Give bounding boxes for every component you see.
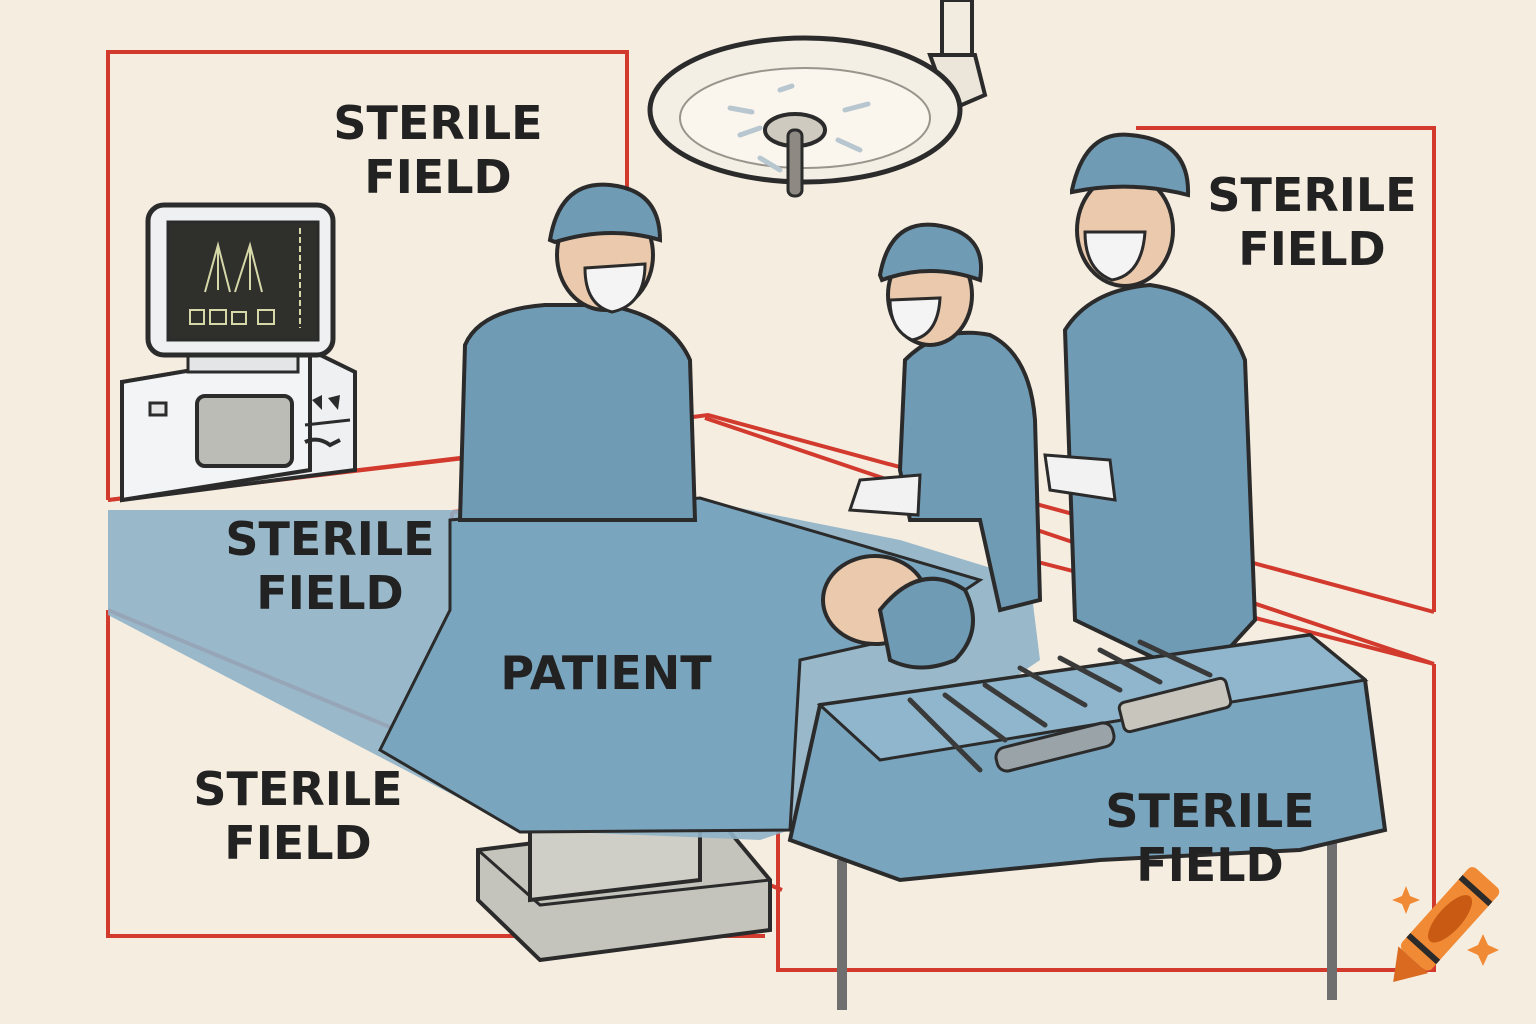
surgeon-left-icon <box>457 182 698 522</box>
label-line: STERILE <box>1207 168 1417 222</box>
label-line: FIELD <box>1238 222 1386 276</box>
sterile-field-label-top-right: STERILE FIELD <box>1192 168 1432 276</box>
surgical-light-icon <box>647 0 988 198</box>
label-line: STERILE <box>193 762 403 816</box>
instrument-table-icon <box>787 632 1388 1010</box>
label-line: STERILE <box>333 96 543 150</box>
sterile-field-label-top-left: STERILE FIELD <box>318 96 558 204</box>
label-line: STERILE <box>225 512 435 566</box>
sterile-field-label-table-left: STERILE FIELD <box>210 512 450 620</box>
patient-label: PATIENT <box>500 646 712 700</box>
sterile-field-label-instrument-table: STERILE FIELD <box>1090 784 1330 892</box>
surgeon-middle-icon <box>847 222 1043 613</box>
label-line: FIELD <box>256 566 404 620</box>
sterile-field-label-bottom-left: STERILE FIELD <box>178 762 418 870</box>
surgeon-right-icon <box>1043 132 1258 683</box>
label-line: FIELD <box>1136 838 1284 892</box>
label-line: STERILE <box>1105 784 1315 838</box>
crayon-logo-icon <box>1392 867 1500 983</box>
anesthesia-monitor-icon <box>120 202 357 503</box>
label-line: FIELD <box>364 150 512 204</box>
label-line: FIELD <box>224 816 372 870</box>
